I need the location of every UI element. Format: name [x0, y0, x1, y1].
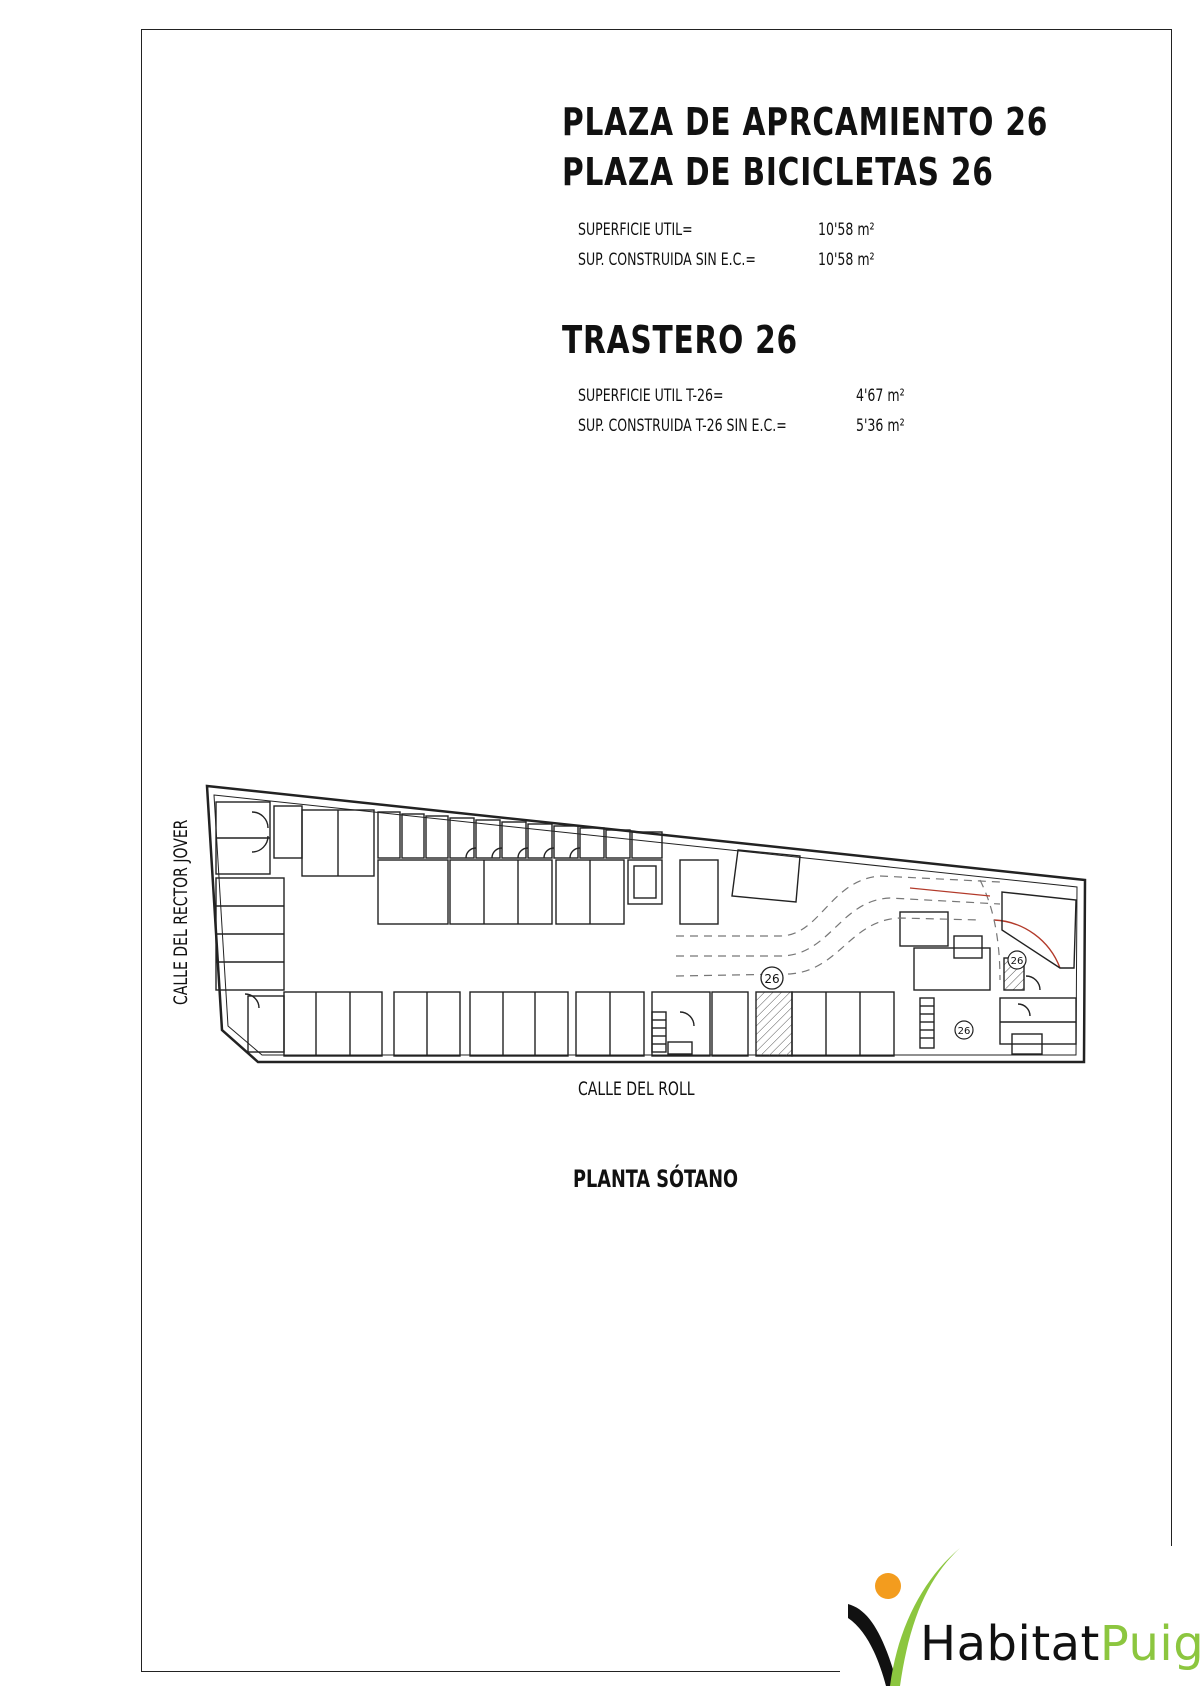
storage-util-label: SUPERFICIE UTIL T-26= [578, 386, 724, 406]
habitatpuig-logo: HabitatPuig [840, 1546, 1200, 1698]
storage-title: TRASTERO 26 [562, 318, 798, 362]
floor-title: PLANTA SÓTANO [573, 1165, 739, 1193]
marker-parking-26: 26 [760, 966, 784, 990]
parking-title-line1: PLAZA DE APRCAMIENTO 26 [562, 100, 1049, 144]
logo-mark-icon [848, 1548, 960, 1686]
marker-label: 26 [1011, 956, 1024, 967]
parking-util-label: SUPERFICIE UTIL= [578, 220, 693, 240]
parking-util-value: 10'58 m² [818, 220, 875, 240]
street-bottom-label: CALLE DEL ROLL [578, 1078, 695, 1100]
logo-wordmark: HabitatPuig [920, 1616, 1200, 1672]
logo-text-part1: Habitat [920, 1616, 1100, 1672]
marker-bicycle-26: 26 [954, 1020, 974, 1040]
parking-built-value: 10'58 m² [818, 250, 875, 270]
parking-title-line2: PLAZA DE BICICLETAS 26 [562, 150, 994, 194]
marker-storage-26: 26 [1007, 950, 1027, 970]
marker-label: 26 [958, 1026, 971, 1037]
storage-util-value: 4'67 m² [856, 386, 905, 406]
marker-label: 26 [764, 972, 779, 986]
storage-built-label: SUP. CONSTRUIDA T-26 SIN E.C.= [578, 416, 787, 436]
parking-built-label: SUP. CONSTRUIDA SIN E.C.= [578, 250, 756, 270]
drawing-frame [141, 29, 1172, 1672]
logo-text-part2: Puig [1099, 1616, 1200, 1672]
street-left-label: CALLE DEL RECTOR JOVER [170, 819, 192, 1005]
storage-built-value: 5'36 m² [856, 416, 905, 436]
